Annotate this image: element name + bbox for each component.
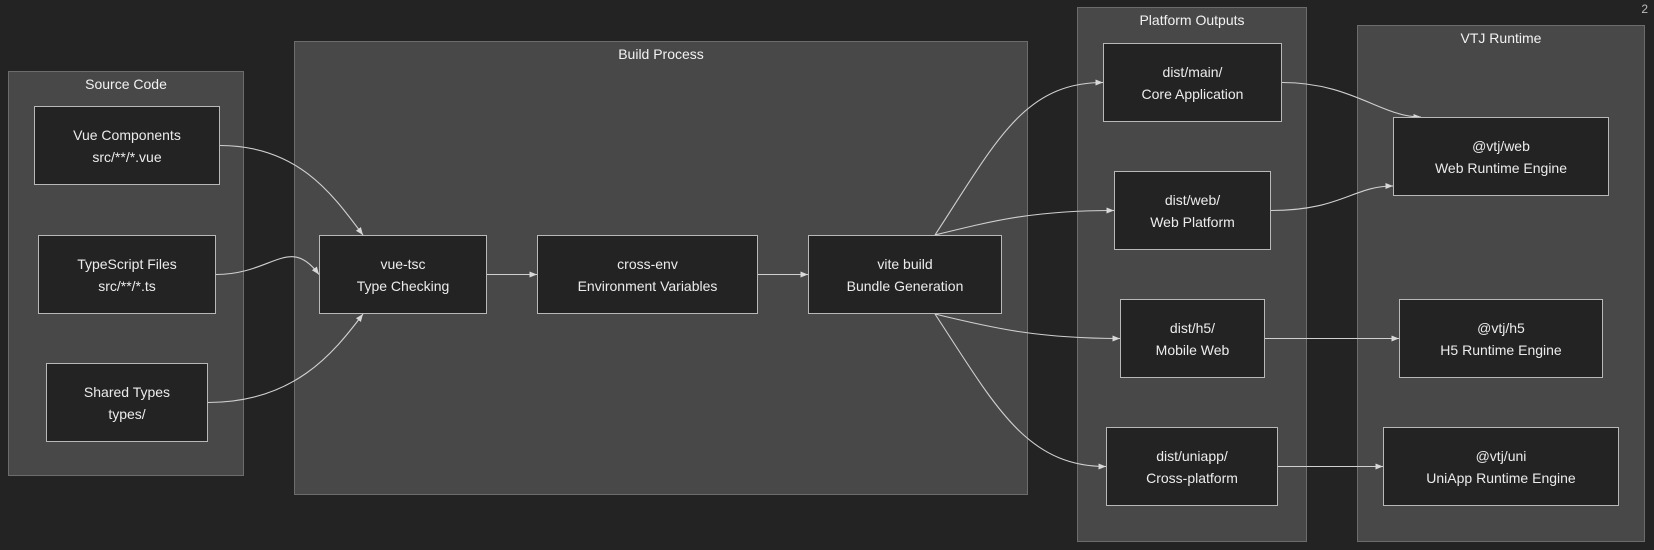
node-vue-components[interactable]: Vue Components src/**/*.vue	[34, 106, 220, 185]
node-vtj-h5-line1: @vtj/h5	[1477, 319, 1525, 336]
node-vtj-h5-line2: H5 Runtime Engine	[1440, 341, 1562, 358]
cluster-title-vtj-runtime: VTJ Runtime	[1460, 30, 1542, 46]
node-dist-main-line1: dist/main/	[1162, 63, 1223, 80]
node-vtj-uni[interactable]: @vtj/uni UniApp Runtime Engine	[1383, 427, 1619, 506]
node-dist-web-line1: dist/web/	[1164, 191, 1221, 208]
node-cross-env-line1: cross-env	[617, 255, 678, 272]
node-cross-env[interactable]: cross-env Environment Variables	[537, 235, 758, 314]
node-dist-h5-line1: dist/h5/	[1169, 319, 1216, 336]
corner-mark: 2	[1641, 2, 1648, 16]
node-vtj-web-line2: Web Runtime Engine	[1434, 159, 1568, 176]
cluster-title-build-process: Build Process	[618, 46, 704, 62]
node-vtj-h5[interactable]: @vtj/h5 H5 Runtime Engine	[1399, 299, 1603, 378]
node-dist-uniapp-line1: dist/uniapp/	[1156, 447, 1228, 464]
node-vue-components-line1: Vue Components	[73, 126, 181, 143]
node-vue-tsc-line1: vue-tsc	[380, 255, 426, 272]
node-dist-web[interactable]: dist/web/ Web Platform	[1114, 171, 1271, 250]
node-shared-types[interactable]: Shared Types types/	[46, 363, 208, 442]
cluster-title-source-code: Source Code	[85, 76, 167, 92]
node-dist-main-line2: Core Application	[1141, 85, 1244, 102]
node-vue-tsc[interactable]: vue-tsc Type Checking	[319, 235, 487, 314]
node-vite-build[interactable]: vite build Bundle Generation	[808, 235, 1002, 314]
node-vite-build-line1: vite build	[877, 255, 933, 272]
node-vtj-web-line1: @vtj/web	[1472, 137, 1530, 154]
node-vtj-web[interactable]: @vtj/web Web Runtime Engine	[1393, 117, 1609, 196]
node-shared-types-line1: Shared Types	[83, 383, 171, 400]
node-dist-main[interactable]: dist/main/ Core Application	[1103, 43, 1282, 122]
node-dist-h5-line2: Mobile Web	[1155, 341, 1230, 358]
node-vite-build-line2: Bundle Generation	[846, 277, 964, 294]
node-cross-env-line2: Environment Variables	[577, 277, 718, 294]
node-dist-h5[interactable]: dist/h5/ Mobile Web	[1120, 299, 1265, 378]
node-dist-uniapp-line2: Cross-platform	[1146, 469, 1238, 486]
cluster-title-platform-outputs: Platform Outputs	[1139, 12, 1245, 28]
node-vtj-uni-line1: @vtj/uni	[1475, 447, 1527, 464]
node-dist-uniapp[interactable]: dist/uniapp/ Cross-platform	[1106, 427, 1278, 506]
node-vue-tsc-line2: Type Checking	[356, 277, 450, 294]
node-typescript-files-line2: src/**/*.ts	[98, 277, 156, 294]
node-dist-web-line2: Web Platform	[1150, 213, 1235, 230]
node-shared-types-line2: types/	[108, 405, 146, 422]
node-vue-components-line2: src/**/*.vue	[92, 148, 162, 165]
node-vtj-uni-line2: UniApp Runtime Engine	[1426, 469, 1576, 486]
node-typescript-files-line1: TypeScript Files	[77, 255, 177, 272]
node-typescript-files[interactable]: TypeScript Files src/**/*.ts	[38, 235, 216, 314]
